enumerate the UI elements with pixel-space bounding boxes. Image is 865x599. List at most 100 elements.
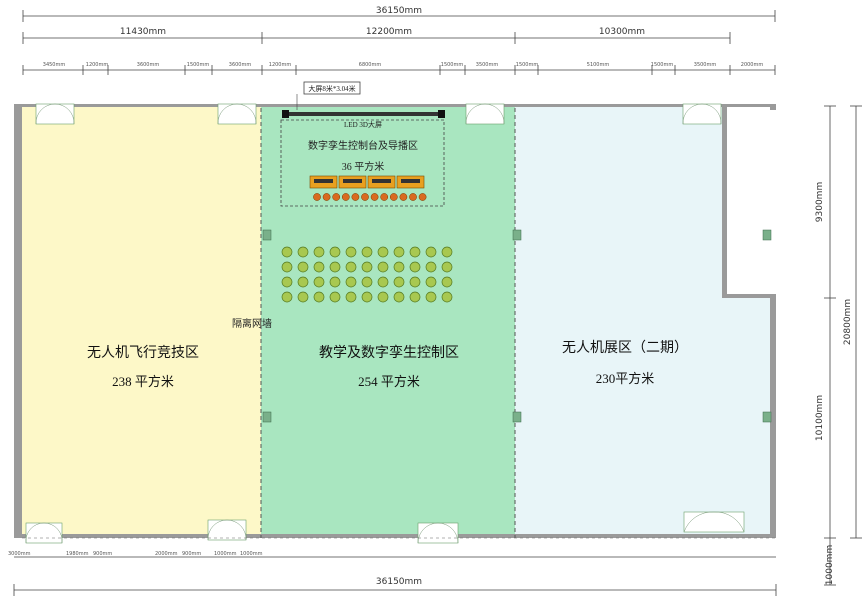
audience-seat: [281, 276, 293, 288]
zone-flight-arena-title: 无人机飞行竞技区: [87, 344, 199, 361]
audience-seat: [361, 246, 373, 258]
control-chair: [409, 193, 417, 201]
control-chair: [322, 193, 331, 201]
audience-seat: [441, 261, 453, 273]
door: [25, 522, 63, 544]
audience-seat: [441, 291, 453, 303]
audience-seat: [297, 291, 309, 303]
audience-seat: [441, 276, 453, 288]
column-marker: [512, 229, 522, 241]
audience-seat: [345, 276, 357, 288]
audience-seat: [425, 261, 437, 273]
sub-dim-r2: 5100mm: [587, 62, 610, 68]
sub-dim-m3: 1500mm: [441, 62, 464, 68]
control-chair: [380, 193, 389, 201]
door: [417, 522, 459, 544]
control-chair: [361, 193, 369, 201]
audience-seat: [313, 276, 325, 288]
audience-seat: [345, 261, 357, 273]
sub-dim-m1: 1200mm: [269, 62, 292, 68]
audience-seat: [345, 246, 357, 258]
audience-seat: [297, 261, 309, 273]
audience-seat: [393, 276, 405, 288]
audience-seat: [329, 246, 341, 258]
sub-dim-l2: 1200mm: [86, 62, 109, 68]
screen-size-callout: [303, 81, 361, 95]
side-dim-9300: 9300mm: [815, 182, 825, 222]
audience-seat: [281, 291, 293, 303]
bottom-sub-5: 900mm: [182, 551, 201, 557]
audience-seat: [313, 261, 325, 273]
side-dimensions: 9300mm 20800mm 10100mm 1000mm: [815, 105, 862, 586]
control-area-box: [280, 119, 445, 207]
sub-dim-m4: 3500mm: [476, 62, 499, 68]
control-desks: [309, 175, 427, 201]
total-width-top: 36150mm: [376, 6, 422, 16]
door: [35, 103, 75, 125]
structural-columns: [262, 229, 772, 423]
control-chair: [418, 193, 427, 201]
column-marker: [762, 229, 772, 241]
audience-seat: [425, 246, 437, 258]
zone-drone-exhibit: [515, 106, 772, 538]
desk-monitor: [372, 179, 391, 183]
audience-seat: [393, 261, 405, 273]
audience-seat: [329, 261, 341, 273]
column-marker: [762, 411, 772, 423]
sub-dim-l1: 3450mm: [43, 62, 66, 68]
door-openings: [25, 103, 745, 544]
total-width-bottom: 36150mm: [376, 577, 422, 587]
sub-dim-l3: 3600mm: [137, 62, 160, 68]
bottom-dimensions: 3000mm 1980mm 900mm 2000mm 900mm 1000mm …: [8, 551, 777, 596]
zone-flight-arena: [22, 106, 261, 538]
sub-dimension-ticks: [22, 65, 776, 75]
control-chair: [332, 193, 341, 201]
door: [683, 511, 745, 533]
top-dimensions: 36150mm 11430mm 12200mm 10300mm 3450mm 1…: [22, 6, 776, 75]
desk-monitor: [343, 179, 362, 183]
led-label: LED 3D大屏: [344, 120, 382, 129]
walls: [14, 104, 776, 538]
zone-drone-exhibit-area: 230平方米: [596, 371, 655, 386]
audience-seat: [377, 276, 389, 288]
zone-flight-arena-area: 238 平方米: [112, 374, 174, 389]
zone-teaching-control-title: 教学及数字孪生控制区: [319, 344, 459, 361]
door: [207, 519, 247, 541]
bottom-sub-4: 2000mm: [155, 551, 178, 557]
sub-dim-r3: 1500mm: [651, 62, 674, 68]
width-middle-section: 12200mm: [366, 27, 412, 37]
audience-seat: [361, 291, 373, 303]
led-screen-end-right: [438, 110, 445, 118]
led-screen: [283, 112, 443, 116]
door: [465, 103, 505, 125]
screen-size-label: 大屏8米*3.04米: [308, 84, 355, 93]
audience-seat: [297, 276, 309, 288]
control-area-size: 36 平方米: [342, 160, 385, 173]
sub-dim-l5: 3600mm: [229, 62, 252, 68]
bottom-sub-3: 900mm: [93, 551, 112, 557]
desk-monitor: [314, 179, 333, 183]
bottom-sub-7: 1000mm: [240, 551, 263, 557]
control-area-label: 数字孪生控制台及导播区: [308, 139, 418, 152]
sub-dim-r5: 2000mm: [741, 62, 764, 68]
control-chair: [313, 193, 321, 201]
control-chair: [370, 193, 379, 201]
audience-seating: [281, 246, 453, 303]
control-chair: [351, 193, 360, 201]
audience-seat: [393, 291, 405, 303]
column-marker: [262, 229, 272, 241]
audience-seat: [409, 291, 421, 303]
audience-seat: [377, 291, 389, 303]
audience-seat: [329, 291, 341, 303]
audience-seat: [377, 246, 389, 258]
partition-wall-label: 隔离网墙: [232, 317, 272, 330]
audience-seat: [297, 246, 309, 258]
bottom-sub-1: 3000mm: [8, 551, 31, 557]
bottom-sub-6: 1000mm: [214, 551, 237, 557]
audience-seat: [409, 261, 421, 273]
led-screen-end-left: [282, 110, 289, 118]
side-dim-20800: 20800mm: [843, 299, 853, 345]
desk-monitor: [401, 179, 420, 183]
bottom-sub-2: 1980mm: [66, 551, 89, 557]
